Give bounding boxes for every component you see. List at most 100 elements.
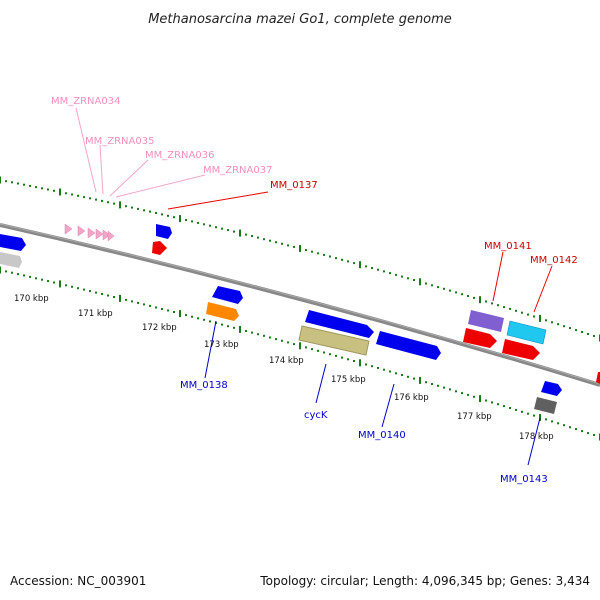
tick-mark-minor	[311, 250, 313, 253]
tick-mark-minor	[305, 346, 307, 349]
gene-feature[interactable]	[506, 320, 547, 345]
tick-mark-minor	[347, 358, 349, 361]
tick-mark-minor	[473, 395, 475, 398]
tick-mark-minor	[395, 273, 397, 276]
gene-feature[interactable]	[534, 397, 557, 414]
tick-mark-minor	[47, 280, 49, 283]
tick-mark-minor	[575, 329, 577, 332]
kbp-tick-label: 170 kbp	[14, 294, 49, 304]
tick-mark-minor	[329, 353, 331, 356]
tick-mark-minor	[461, 392, 463, 395]
tick-mark-minor	[137, 301, 139, 304]
tick-mark-major	[359, 261, 361, 269]
tick-mark-minor	[515, 408, 517, 411]
tick-mark-minor	[251, 235, 253, 238]
tick-mark-minor	[29, 275, 31, 278]
kbp-tick-label: 178 kbp	[519, 432, 554, 442]
tick-mark-minor	[431, 383, 433, 385]
tick-mark-minor	[77, 287, 79, 290]
leader-mm-0138	[204, 320, 217, 379]
gene-feature[interactable]	[376, 331, 441, 360]
tick-mark-minor	[377, 367, 379, 369]
tick-mark-minor	[95, 291, 97, 294]
gene-feature[interactable]	[468, 310, 504, 332]
tick-mark-minor	[47, 188, 49, 191]
tick-mark-minor	[485, 399, 487, 402]
tick-mark-minor	[257, 236, 259, 239]
gene-label-cyck[interactable]: cycK	[304, 410, 328, 421]
tick-mark-minor	[191, 315, 193, 318]
tick-mark-minor	[167, 214, 169, 217]
gene-feature[interactable]	[463, 328, 497, 348]
gene-label-mm-0141[interactable]: MM_0141	[484, 241, 532, 252]
gene-feature[interactable]	[0, 252, 22, 268]
tick-mark-minor	[377, 268, 379, 271]
tick-mark-minor	[11, 271, 13, 274]
tick-mark-minor	[569, 426, 571, 429]
gene-feature[interactable]	[305, 310, 374, 338]
tick-mark-minor	[593, 434, 595, 436]
gene-feature[interactable]	[0, 234, 26, 251]
tick-mark-minor	[371, 365, 373, 368]
topology-text: Topology: circular; Length: 4,096,345 bp…	[260, 574, 590, 588]
gene-label-mm-0143[interactable]: MM_0143	[500, 474, 548, 485]
gene-feature[interactable]	[212, 286, 243, 304]
gene-label-mm-0138[interactable]: MM_0138	[180, 380, 228, 391]
tick-mark-minor	[83, 288, 85, 291]
tick-mark-minor	[569, 327, 571, 330]
tick-mark-minor	[29, 184, 31, 187]
gene-label-mm-zrna034[interactable]: MM_ZRNA034	[51, 96, 120, 107]
tick-mark-major	[419, 376, 421, 384]
accession-text: Accession: NC_003901	[10, 574, 147, 588]
tick-mark-minor	[317, 252, 319, 255]
tick-mark-minor	[551, 321, 553, 324]
leader-mm-0141	[492, 251, 504, 302]
genome-backbone	[0, 223, 600, 387]
gene-label-mm-0137[interactable]: MM_0137	[270, 180, 318, 191]
gene-feature[interactable]	[502, 339, 540, 360]
leader-mm-0137	[167, 191, 269, 210]
tick-mark-minor	[161, 213, 163, 216]
tick-mark-minor	[413, 377, 415, 380]
tick-mark-minor	[365, 265, 367, 268]
gene-feature[interactable]	[596, 372, 600, 384]
tick-mark-minor	[293, 245, 295, 248]
tick-mark-minor	[5, 180, 7, 183]
tick-mark-minor	[11, 181, 13, 184]
tick-mark-minor	[101, 199, 103, 202]
gene-feature[interactable]	[152, 241, 167, 255]
gene-feature[interactable]	[298, 325, 370, 356]
tick-mark-minor	[113, 296, 115, 298]
tick-mark-minor	[431, 284, 433, 287]
tick-mark-minor	[521, 410, 523, 413]
tick-mark-major	[59, 280, 61, 288]
tick-mark-minor	[89, 290, 91, 293]
tick-mark-minor	[389, 272, 391, 275]
tick-mark-major	[419, 278, 421, 286]
tick-mark-minor	[335, 257, 337, 260]
tick-mark-major	[179, 215, 181, 223]
rna-gene-group[interactable]	[64, 223, 115, 242]
gene-label-mm-0140[interactable]: MM_0140	[358, 430, 406, 441]
tick-mark-minor	[257, 333, 259, 336]
tick-mark-minor	[587, 333, 589, 335]
tick-mark-minor	[137, 207, 139, 210]
gene-feature[interactable]	[156, 224, 172, 239]
gene-label-mm-zrna037[interactable]: MM_ZRNA037	[203, 165, 272, 176]
tick-mark-minor	[353, 262, 355, 265]
tick-mark-minor	[293, 343, 295, 346]
tick-mark-minor	[155, 212, 157, 214]
tick-mark-minor	[581, 331, 583, 333]
zrna-leader-lines	[75, 107, 206, 198]
tick-mark-minor	[521, 311, 523, 314]
tick-mark-major	[0, 266, 1, 274]
gene-label-mm-zrna035[interactable]: MM_ZRNA035	[85, 136, 154, 147]
tick-mark-minor	[191, 220, 193, 223]
tick-mark-minor	[131, 206, 133, 209]
gene-label-mm-zrna036[interactable]: MM_ZRNA036	[145, 150, 214, 161]
gene-feature[interactable]	[206, 302, 239, 321]
gene-label-mm-0142[interactable]: MM_0142	[530, 255, 578, 266]
tick-mark-minor	[461, 293, 463, 296]
gene-feature[interactable]	[541, 381, 562, 396]
tick-mark-minor	[485, 300, 487, 303]
